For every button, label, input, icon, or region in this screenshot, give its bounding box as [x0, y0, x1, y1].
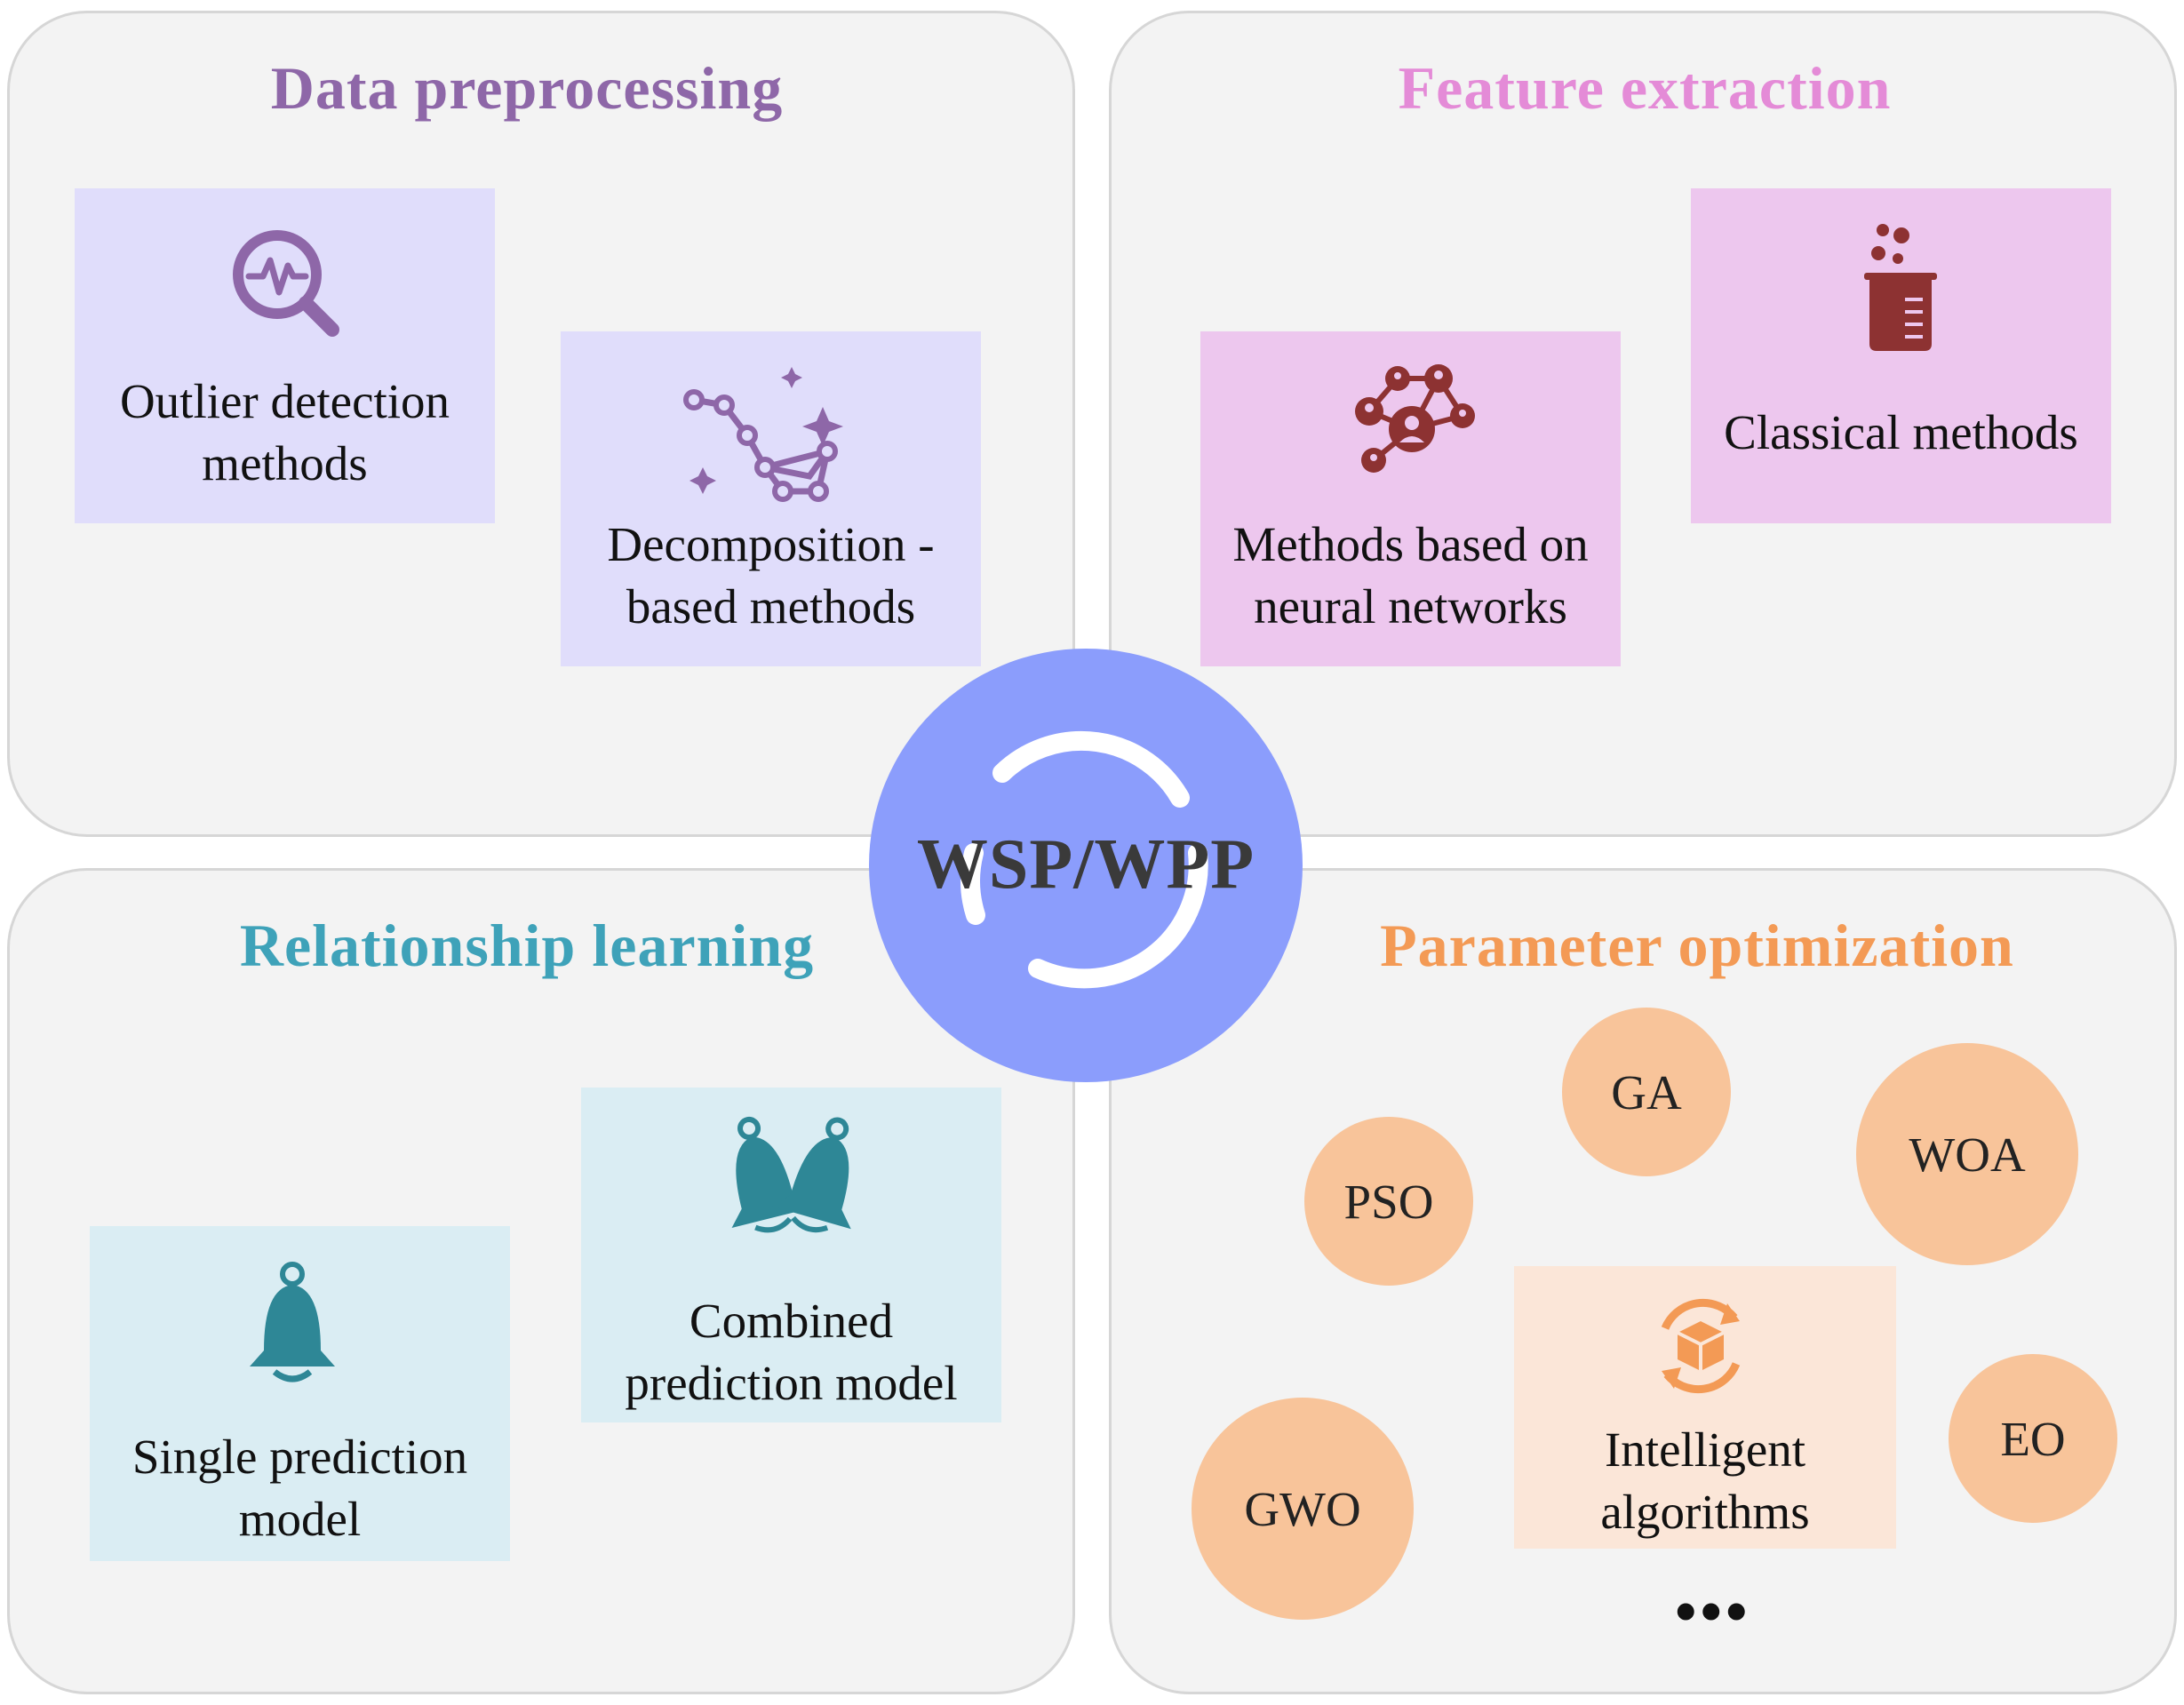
single-prediction-label: Single prediction model	[132, 1430, 468, 1546]
neural-network-methods-label: Methods based on neural networks	[1232, 517, 1589, 633]
intelligent-algorithms-box: Intelligent algorithms	[1514, 1266, 1896, 1549]
algorithm-circle-ga: GA	[1562, 1008, 1731, 1176]
combined-prediction-label: Combined prediction model	[625, 1294, 958, 1410]
center-hub: WSP/WPP	[869, 649, 1303, 1082]
outlier-detection-box: Outlier detection methods	[75, 188, 495, 523]
bell-icon	[250, 1262, 335, 1382]
cube-cycle-icon	[1661, 1298, 1741, 1394]
cycle-arrows-icon	[960, 730, 1208, 989]
data-preprocessing-title: Data preprocessing	[270, 54, 784, 122]
decomposition-box: Decomposition - based methods	[561, 331, 981, 666]
beaker-icon	[1864, 224, 1937, 351]
outlier-detection-label: Outlier detection methods	[119, 374, 450, 490]
combined-prediction-box: Combined prediction model	[581, 1088, 1001, 1422]
relationship-learning-title: Relationship learning	[239, 912, 815, 979]
algorithm-circle-eo: EO	[1949, 1354, 2117, 1523]
decomposition-label: Decomposition - based methods	[607, 517, 935, 633]
algorithm-circle-woa: WOA	[1856, 1043, 2078, 1265]
single-prediction-box: Single prediction model	[90, 1226, 510, 1561]
magnifier-waveform-icon	[233, 230, 339, 337]
double-bell-icon	[731, 1116, 851, 1233]
network-people-icon	[1355, 364, 1475, 473]
constellation-icon	[683, 367, 843, 502]
algorithm-circle-gwo: GWO	[1192, 1398, 1414, 1620]
classical-methods-label: Classical methods	[1724, 405, 2078, 459]
classical-methods-box: Classical methods	[1691, 188, 2111, 523]
parameter-optimization-title: Parameter optimization	[1380, 912, 2014, 979]
center-label: WSP/WPP	[916, 825, 1255, 904]
feature-extraction-title: Feature extraction	[1398, 54, 1892, 122]
algorithm-circle-pso: PSO	[1304, 1117, 1473, 1286]
neural-network-methods-box: Methods based on neural networks	[1200, 331, 1621, 666]
ellipsis: •••	[1675, 1578, 1751, 1646]
intelligent-algorithms-label: Intelligent algorithms	[1600, 1422, 1810, 1539]
